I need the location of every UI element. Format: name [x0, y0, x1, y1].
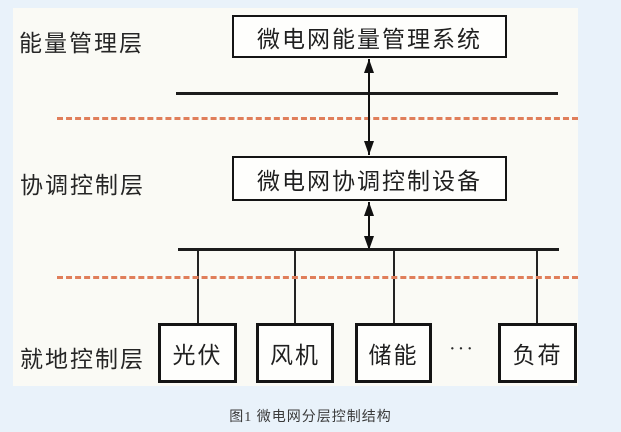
drop-line-wind	[294, 251, 296, 323]
device-box-pv: 光伏	[158, 323, 237, 383]
drop-line-pv	[197, 251, 199, 323]
drop-line-load	[536, 251, 538, 323]
device-box-wind: 风机	[256, 323, 334, 383]
arrowhead-down-icon	[364, 141, 374, 155]
arrow-ccd-bus	[363, 202, 375, 250]
arrow-shaft	[368, 202, 370, 250]
dashed-separator-lower	[57, 276, 578, 279]
bus-line-lower	[178, 248, 559, 251]
device-box-storage: 储能	[355, 323, 432, 383]
arrowhead-up-icon	[364, 59, 374, 73]
box-ccd: 微电网协调控制设备	[232, 156, 507, 201]
layer-label-local-control: 就地控制层	[20, 347, 145, 372]
drop-line-storage	[393, 251, 395, 323]
arrow-shaft	[368, 59, 370, 155]
dashed-separator-upper	[57, 117, 578, 120]
figure-caption: 图1 微电网分层控制结构	[229, 410, 392, 425]
bus-line-upper	[176, 92, 558, 95]
box-ems: 微电网能量管理系统	[232, 15, 507, 58]
ellipsis-more-devices: ···	[449, 338, 475, 360]
arrowhead-down-icon	[364, 236, 374, 250]
layer-label-energy-management: 能量管理层	[19, 31, 144, 56]
arrow-ems-ccd	[363, 59, 375, 155]
device-box-load: 负荷	[498, 323, 577, 383]
layer-label-coordination-control: 协调控制层	[20, 173, 145, 198]
arrowhead-up-icon	[364, 202, 374, 216]
